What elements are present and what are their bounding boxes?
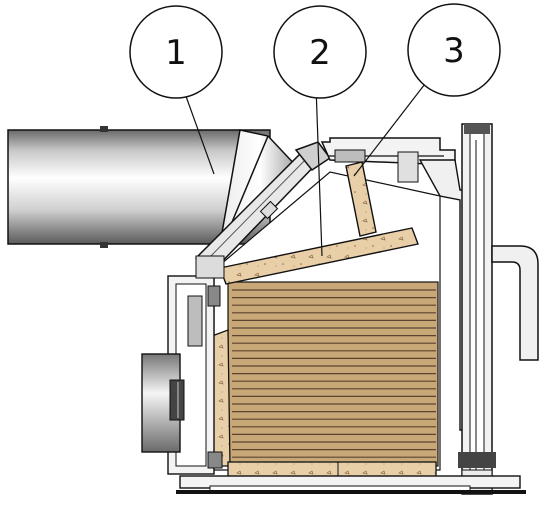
- leader-lines: [182, 79, 429, 257]
- right-door-panel: [458, 123, 496, 495]
- firewood-stack: [227, 281, 439, 467]
- leader-line-3: [353, 79, 429, 177]
- door-handle: [491, 245, 539, 361]
- callout-3: 3: [407, 3, 501, 97]
- base-plate: [176, 475, 526, 494]
- callout-2: 2: [273, 5, 367, 99]
- inlet-pipe: [7, 126, 302, 251]
- leader-line-1: [182, 87, 215, 175]
- insulation-top-slab: [219, 227, 419, 285]
- callout-1-label: 1: [165, 33, 187, 73]
- callout-1: 1: [129, 5, 223, 99]
- leader-line-2: [315, 85, 323, 257]
- callout-3-label: 3: [443, 31, 465, 71]
- callout-2-label: 2: [309, 33, 331, 73]
- lower-intake-pipe: [141, 353, 185, 453]
- support-strut: [345, 161, 377, 237]
- left-frame: [167, 255, 225, 475]
